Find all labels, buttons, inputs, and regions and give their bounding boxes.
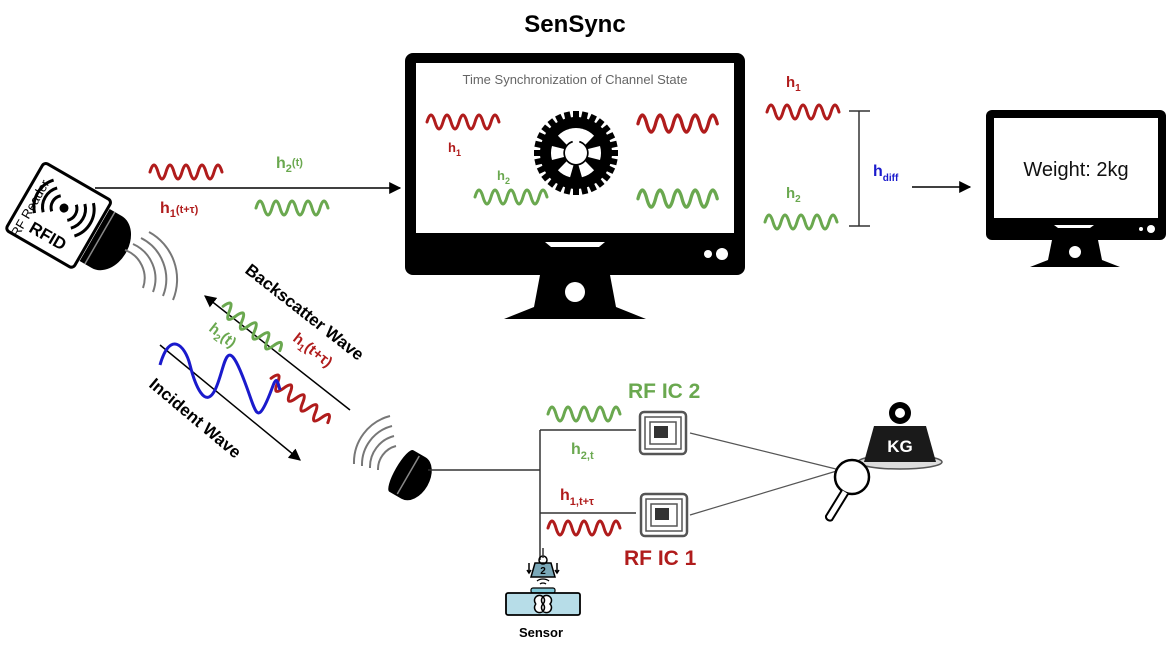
ic2-link-line: [689, 432, 841, 471]
output-h1-label: h1: [786, 74, 801, 94]
gear-tooth: [563, 183, 572, 195]
magnifier-icon: [824, 458, 871, 522]
gear-spoke-gap: [578, 128, 595, 145]
gear-tooth: [608, 150, 618, 156]
gear-tooth: [547, 118, 559, 130]
ic2-label: RF IC 2: [628, 380, 700, 403]
gear-tooth: [593, 118, 605, 130]
uplink-h1-wave: [148, 163, 224, 181]
gear-spoke-gap: [578, 161, 595, 178]
gear-tooth: [606, 140, 618, 149]
gear-tooth: [573, 111, 579, 121]
ic1-h1-label: h1,t+τ: [560, 487, 594, 508]
gear-tooth: [587, 113, 597, 126]
ic2-h2-wave: [546, 405, 622, 423]
rf-ic2-chip-icon: [638, 410, 688, 456]
gear-tooth: [563, 111, 572, 123]
ic1-label: RF IC 1: [624, 547, 697, 570]
gear-tooth: [534, 150, 544, 156]
monitor-h2-label: h2: [497, 168, 510, 186]
weight-kg-icon: KG: [857, 402, 943, 470]
ic1-link-line: [689, 469, 841, 516]
gear-tooth: [555, 180, 565, 193]
difference-bracket: [849, 110, 870, 227]
ic2-h2-label: h2,t: [571, 441, 594, 462]
gear-spoke-gap: [551, 146, 564, 160]
gear-tooth: [534, 140, 546, 149]
sensor-label: Sensor: [519, 625, 563, 640]
gear-tooth: [573, 185, 579, 195]
gear-tooth: [587, 180, 597, 193]
rf-ic1-chip-icon: [639, 492, 689, 538]
output-h1-wave: [765, 103, 841, 121]
weight-readout: Weight: 2kg: [1023, 159, 1128, 181]
gear-tooth: [599, 124, 611, 136]
gear-tooth: [536, 164, 549, 174]
incident-label: Incident Wave: [145, 375, 244, 463]
uplink-h2-label: h2(t): [276, 155, 303, 175]
sensor-weight-digit: 2: [540, 566, 546, 577]
tag-antenna-icon: [388, 450, 432, 501]
hdiff-label: hdiff: [873, 163, 899, 184]
gear-tooth: [580, 111, 589, 123]
gear-tooth: [603, 164, 616, 174]
gear-tooth: [599, 170, 611, 182]
gear-tooth: [536, 132, 549, 142]
gear-spoke-gap: [557, 161, 574, 178]
uplink-h2-wave: [254, 199, 330, 217]
gear-tooth: [547, 176, 559, 188]
sensor-icon: 2: [505, 555, 581, 616]
output-h2-wave: [763, 213, 839, 231]
screen-title: Time Synchronization of Channel State: [463, 72, 688, 87]
gear-spoke-gap: [557, 128, 574, 145]
gear-tooth: [541, 170, 553, 182]
tag-signal-icon: [352, 415, 397, 471]
gear-tooth: [593, 176, 605, 188]
gear-tooth: [541, 124, 553, 136]
uplink-h1-label: h1(t+τ): [160, 200, 199, 220]
monitor-h1-label: h1: [448, 140, 461, 158]
output-h2-label: h2: [786, 185, 801, 205]
gear-tooth: [580, 183, 589, 195]
reader-signal-icon: [124, 231, 179, 301]
ic1-h1-wave: [546, 519, 622, 537]
gear-tooth: [603, 132, 616, 142]
gear-tooth: [555, 113, 565, 126]
incident-wave: [158, 342, 282, 415]
gear-spoke-gap: [588, 146, 601, 160]
backscatter-h2-label: h2(t): [204, 320, 240, 354]
gear-tooth: [606, 157, 618, 166]
kg-text: KG: [887, 437, 913, 456]
result-monitor: [986, 110, 1166, 267]
incident-arrow: [159, 344, 301, 461]
gear-icon: [534, 111, 618, 195]
gear-tooth: [534, 157, 546, 166]
diagram-title: SenSync: [524, 11, 625, 38]
